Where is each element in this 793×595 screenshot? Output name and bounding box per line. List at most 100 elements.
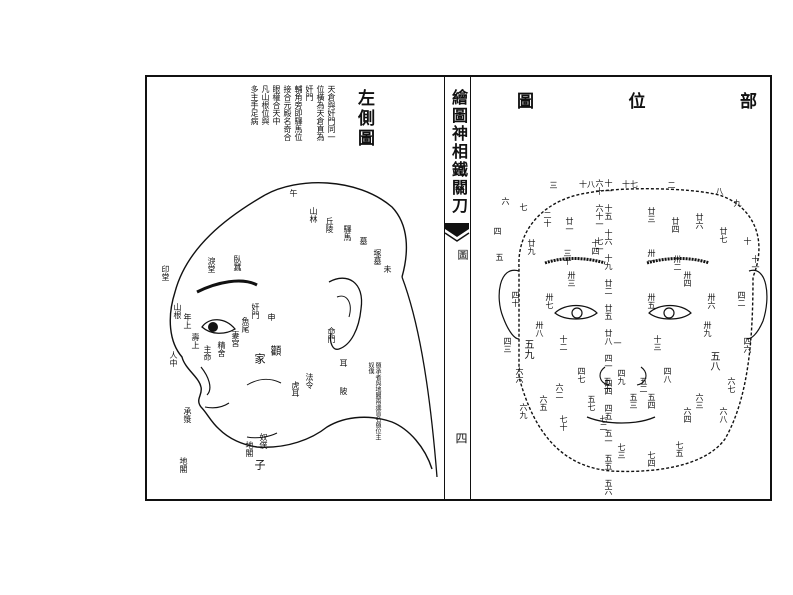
note-line: 天倉與奸門同一 [327,85,336,141]
left-page-title: 左側圖 [354,89,374,149]
position-label: 卅四 [683,271,692,287]
position-label: 四二 [737,291,746,307]
spine-page-number: 四 [454,432,468,444]
center-number-column: 十一 十五 十六 十九 廿二 廿五 廿八 四一 四四 四五 五一 五五 五六 六… [595,179,613,499]
label-back-1: 未 [383,265,392,273]
position-label: 六六 [515,367,524,383]
label-eye-3: 精舍 [217,341,226,357]
center-number: 十一 [604,179,613,195]
center-number: 廿五 [604,304,613,320]
title-char: 位 [628,92,646,112]
position-label: 六 [501,197,510,205]
frontal-face-illustration [498,188,768,473]
label-cheek-5: 耳 [339,359,348,367]
position-label: 二十 [543,211,552,227]
label-eye-7: 魚尾 [241,317,250,333]
position-label: 四七 [577,367,586,383]
note-line: 奸門 [305,85,314,101]
position-label: 卅二 [673,255,682,271]
position-label: 五七 [587,395,596,411]
label-cheek-6: 陂 [339,387,348,395]
position-label: 五八 [708,351,719,371]
center-number: 四一 [604,354,613,370]
position-label: 五四 [647,393,656,409]
position-label: 五十 [603,377,612,393]
position-label: 七二 [599,415,608,431]
label-cheek-4: 命門 [327,327,336,343]
label-left-6: 承漿 [183,407,192,423]
position-label: 廿六 [695,213,704,229]
label-eye-1: 淚堂 [207,257,216,273]
position-label: 卅八 [535,321,544,337]
position-label: 三 [549,181,558,189]
label-eye-2: 臥蠶 [233,255,242,271]
center-number: 十九 [604,254,613,270]
position-label: 四十 [511,291,520,307]
position-label: 七五 [675,441,684,457]
label-top-4: 墓 [359,237,368,245]
book-spine: 繪圖神相鐵關刀 圖 四 [444,77,471,499]
position-label: 廿三 [647,207,656,223]
note-line: 位橫為天倉直為 [316,85,325,141]
position-label: 十七 [622,180,638,189]
center-number: 五五 [604,454,613,470]
center-number: 五一 [604,429,613,445]
label-left-1: 印堂 [161,265,170,281]
position-label: 廿七 [719,227,728,243]
position-label: 十 [743,237,752,245]
center-number: 六十一 [595,204,604,228]
label-top-5: 塚墓 [373,249,382,265]
label-top-2: 丘陵 [325,217,334,233]
position-label: 十四 [591,239,600,255]
position-label: 四 [493,227,502,235]
note-line: 眼權合天中 [272,85,281,125]
note-line: 多主手足病 [250,85,259,125]
position-label: 六四 [683,407,692,423]
position-label: 八 [715,187,724,195]
center-number: 十五 [604,204,613,220]
right-page-title: 部 位 圖 [517,87,757,112]
label-ear-top: 午 [289,189,298,197]
position-label: 六二 [555,383,564,399]
label-cheek-1: 顴 [269,345,282,356]
note-line: 凡山根位與 [261,85,270,125]
position-label: 五 [495,253,504,261]
position-label: 卅七 [545,293,554,309]
position-label: 卅九 [703,321,712,337]
position-label: 七十 [559,415,568,431]
position-label: 十八 [579,180,595,189]
spine-label: 圖 [456,249,469,260]
center-number: 十六 [604,229,613,245]
position-label: 廿一 [565,217,574,233]
label-chin-1: 奴僕 [259,433,268,449]
label-cheek-8: 虎耳 [291,381,300,397]
position-label: 六五 [539,395,548,411]
label-cheek-7: 法令 [305,373,314,389]
position-label: 六七 [727,377,736,393]
position-label: 九 [733,199,742,207]
label-eye-4: 妻宮 [231,331,240,347]
label-eye-5: 主命 [203,345,212,361]
center-number: 五六 [604,479,613,495]
position-label: 六三 [695,393,704,409]
position-label: 七 [519,203,528,211]
center-number: 四五 [604,404,613,420]
position-label: 廿四 [671,217,680,233]
title-char: 圖 [517,92,534,112]
label-left-7: 地閣 [179,457,188,473]
position-label: 六八 [719,407,728,423]
label-left-4: 壽上 [191,333,200,349]
label-top-3: 驛馬 [343,225,352,241]
position-label: 十一 [751,255,760,271]
label-left-3: 年上 [183,313,192,329]
position-label: 卅六 [707,293,716,309]
position-label: 五三 [629,393,638,409]
position-label: 三十 [563,249,572,265]
position-label: 五二 [639,377,648,393]
book-spread: 左側圖 天倉與奸門同一 位橫為天倉直為 奸門 輔角旁即驛馬位 接合元殿名奇合 眼… [145,75,772,501]
position-label: 一 [613,339,622,347]
position-label: 七三 [617,443,626,459]
position-label: 六九 [519,403,528,419]
position-label: 十三 [653,335,662,351]
label-left-2: 山根 [173,303,182,319]
